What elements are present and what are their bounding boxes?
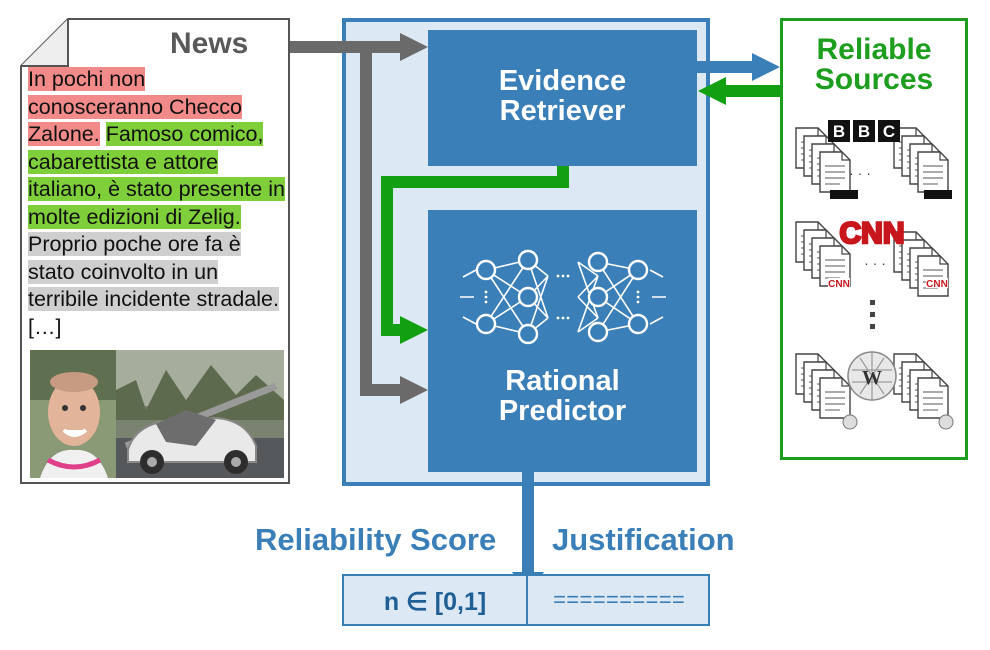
news-to-retriever-arrow <box>290 33 428 61</box>
bbc-logo-icon: B B C <box>828 120 900 142</box>
svg-text:CNN: CNN <box>840 217 905 250</box>
cnn-small-logo-icon: CNN CNN <box>828 278 948 290</box>
evidence-to-predictor-arrow <box>381 166 569 344</box>
predictor-label-line1: Rational <box>505 365 620 397</box>
person-photo <box>30 350 116 478</box>
wikipedia-source-group: W <box>796 351 954 430</box>
news-title: News <box>170 27 249 60</box>
score-output-box <box>342 574 528 626</box>
query-sources-arrow <box>697 53 780 81</box>
sources-evidence-arrow <box>698 77 780 105</box>
svg-text:W: W <box>862 367 882 389</box>
svg-text:· · ·: · · · <box>864 255 886 271</box>
svg-text:B: B <box>833 122 845 141</box>
retriever-label-line1: Evidence <box>498 65 627 97</box>
svg-text:CNN: CNN <box>828 279 850 290</box>
svg-text:· · ·: · · · <box>849 165 871 181</box>
crash-photo <box>116 350 284 478</box>
wikipedia-logo-icon: W <box>847 351 897 401</box>
justification-value: ========== <box>552 589 686 614</box>
more-sources-ellipsis-icon <box>870 300 875 329</box>
news-ellipsis: […] <box>28 314 62 339</box>
bbc-source-group: B B C · · · <box>796 120 952 199</box>
news-text: In pochi non conosceranno Checco Zalone.… <box>28 66 286 341</box>
justification-output-box <box>528 574 710 626</box>
justification-label: Justification <box>552 522 735 557</box>
svg-text:C: C <box>883 122 895 141</box>
sources-title-line2: Sources <box>814 63 934 96</box>
predictor-label-line2: Predictor <box>498 395 627 427</box>
svg-text:CNN: CNN <box>840 217 905 250</box>
score-value: n ∈ [0,1] <box>383 588 487 616</box>
reliability-score-label: Reliability Score <box>255 522 497 557</box>
svg-text:B: B <box>858 122 870 141</box>
retriever-label-line2: Retriever <box>499 95 626 127</box>
cnn-source-group: CNN CNN · · · CNN CNN <box>796 216 948 296</box>
bbc-small-logo-icon <box>830 190 952 199</box>
sources-title-line1: Reliable <box>816 33 932 66</box>
source-documents: B B C · · · CNN CNN · · · CNN CNN <box>790 120 954 430</box>
svg-text:CNN: CNN <box>926 279 948 290</box>
neural-network-icon <box>460 249 666 345</box>
news-to-predictor-arrow <box>360 41 428 404</box>
cnn-logo-icon: CNN CNN <box>838 216 906 252</box>
sources-title: Reliable Sources <box>780 35 968 95</box>
evidence-retriever-block: Evidence Retriever <box>428 30 697 166</box>
rational-predictor-block: Rational Predictor <box>428 210 697 472</box>
